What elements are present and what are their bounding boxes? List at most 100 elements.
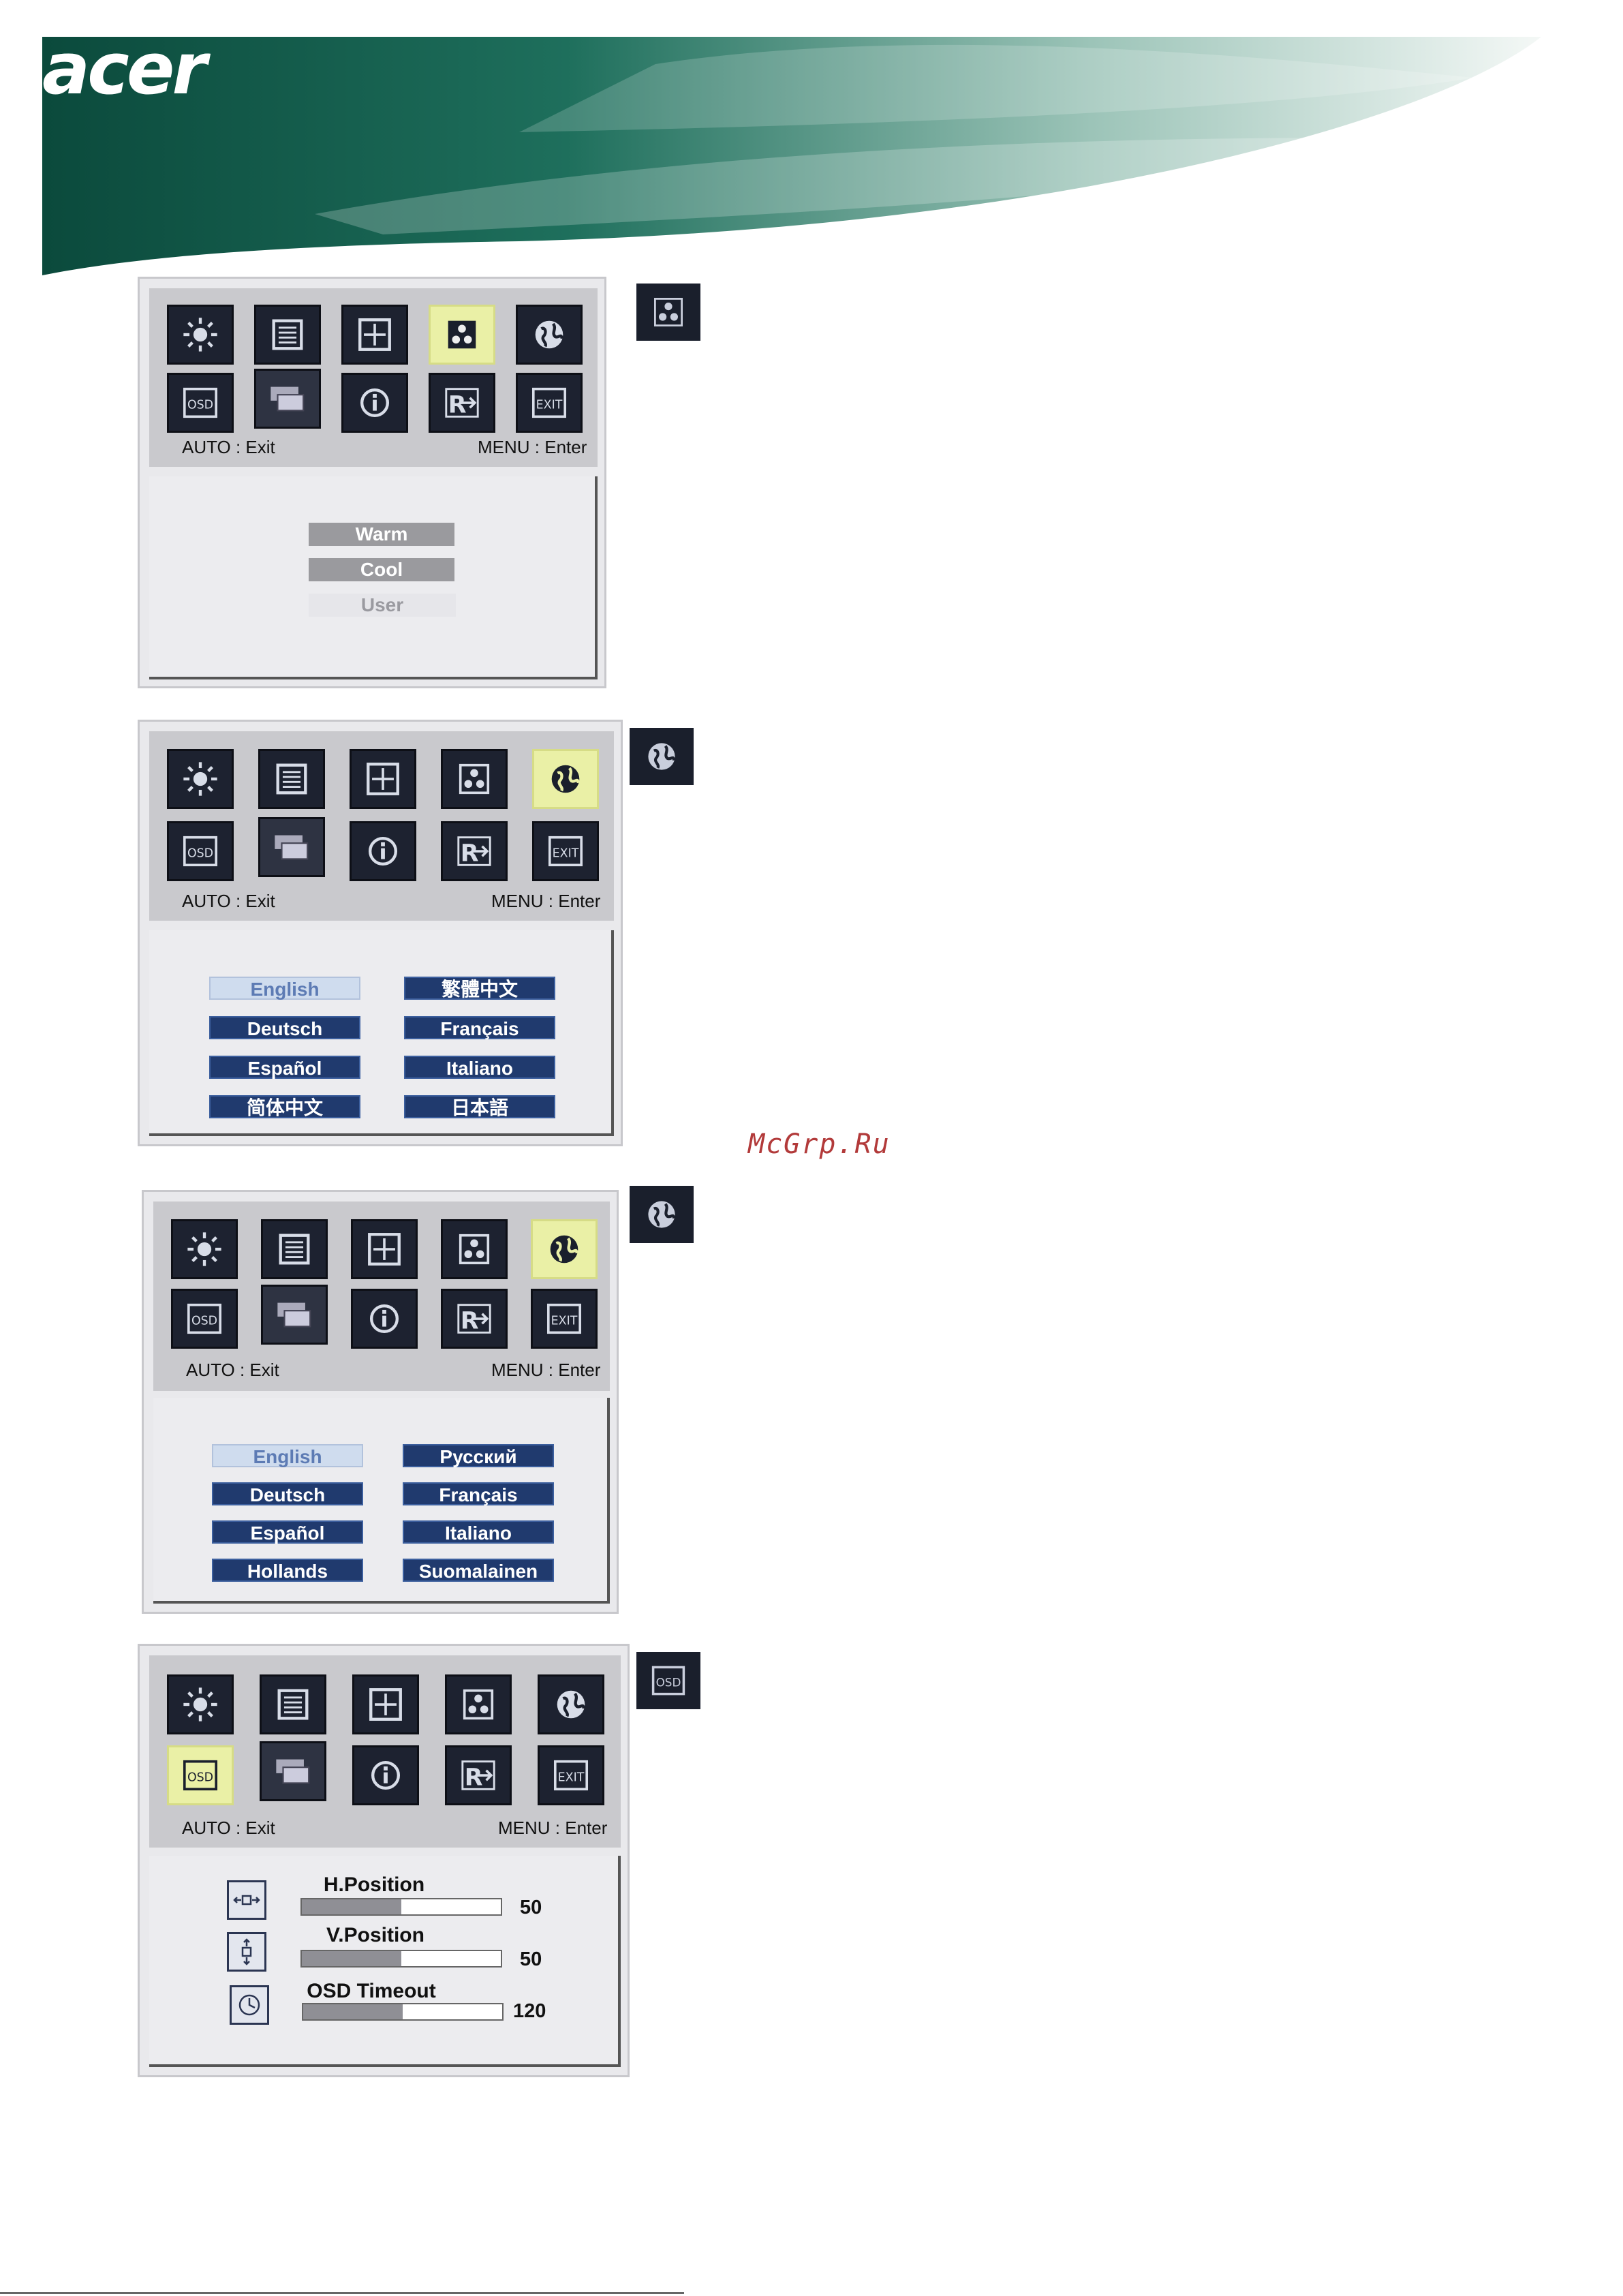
exit-icon[interactable]: EXIT <box>532 821 599 881</box>
reset-icon[interactable]: R <box>441 1289 508 1349</box>
osd-panel-color: OSD R EXIT AUTO : Exit MENU : Enter Warm… <box>138 277 606 688</box>
menu-enter-label: MENU : Enter <box>491 891 601 911</box>
option-user[interactable]: User <box>309 594 456 617</box>
picture-icon[interactable] <box>261 1219 328 1279</box>
svg-text:EXIT: EXIT <box>551 1315 578 1328</box>
language-option[interactable]: 日本語 <box>404 1095 555 1118</box>
language-option[interactable]: Español <box>209 1056 360 1079</box>
reset-icon[interactable]: R <box>445 1745 512 1805</box>
language-option[interactable]: Français <box>404 1016 555 1039</box>
position-icon[interactable] <box>341 305 408 365</box>
setting-value: 50 <box>520 1948 542 1970</box>
svg-text:OSD: OSD <box>187 399 213 412</box>
picture-icon[interactable] <box>260 1674 326 1734</box>
language-icon <box>630 1186 694 1243</box>
language-icon[interactable] <box>531 1219 598 1279</box>
language-option[interactable]: Suomalainen <box>403 1559 554 1582</box>
setting-label: H.Position <box>323 1873 425 1896</box>
info-icon[interactable] <box>350 821 416 881</box>
setting-value: 50 <box>520 1897 542 1918</box>
setting-label: OSD Timeout <box>307 1980 436 2002</box>
language-option[interactable]: Русский <box>403 1444 554 1467</box>
svg-text:OSD: OSD <box>187 1771 213 1785</box>
position-icon[interactable] <box>351 1219 418 1279</box>
slider-fill <box>302 1899 401 1914</box>
acer-logo: acer <box>42 27 207 110</box>
position-icon[interactable] <box>350 749 416 809</box>
svg-text:R: R <box>461 840 479 868</box>
color-options-area: Warm Cool User <box>149 476 598 679</box>
info-icon[interactable] <box>341 373 408 433</box>
h-position-slider[interactable] <box>300 1898 502 1916</box>
language-icon[interactable] <box>532 749 599 809</box>
brightness-icon[interactable] <box>167 305 234 365</box>
svg-text:R: R <box>461 1308 479 1335</box>
color-icon[interactable] <box>429 305 495 365</box>
brightness-icon[interactable] <box>167 1674 234 1734</box>
auto-exit-label: AUTO : Exit <box>186 1360 279 1380</box>
language-option[interactable]: Italiano <box>403 1520 554 1544</box>
osd-icon[interactable]: OSD <box>167 1745 234 1805</box>
picture-icon[interactable] <box>254 305 321 365</box>
language-icon[interactable] <box>538 1674 604 1734</box>
language-option-english[interactable]: English <box>212 1444 363 1467</box>
osd-icon[interactable]: OSD <box>167 821 234 881</box>
reset-icon[interactable]: R <box>429 373 495 433</box>
info-icon[interactable] <box>352 1745 419 1805</box>
osd-panel-language-europe: OSD R EXIT AUTO : Exit MENU : Enter Engl… <box>142 1190 619 1614</box>
menu-enter-label: MENU : Enter <box>491 1360 601 1380</box>
language-option[interactable]: 简体中文 <box>209 1095 360 1118</box>
footer-rule <box>0 2292 684 2294</box>
header-banner <box>42 37 1541 275</box>
exit-icon[interactable]: EXIT <box>531 1289 598 1349</box>
color-icon[interactable] <box>445 1674 512 1734</box>
timeout-clock-icon <box>230 1985 269 2025</box>
language-option-english[interactable]: English <box>209 977 360 1000</box>
color-icon[interactable] <box>441 749 508 809</box>
reset-icon[interactable]: R <box>441 821 508 881</box>
brightness-icon[interactable] <box>171 1219 238 1279</box>
position-icon[interactable] <box>352 1674 419 1734</box>
language-option[interactable]: Español <box>212 1520 363 1544</box>
auto-exit-label: AUTO : Exit <box>182 1818 275 1838</box>
exit-icon[interactable]: EXIT <box>516 373 583 433</box>
osd-timeout-slider[interactable] <box>302 2003 504 2021</box>
slider-fill <box>302 1951 401 1966</box>
svg-text:EXIT: EXIT <box>553 847 579 861</box>
option-cool[interactable]: Cool <box>309 558 454 581</box>
osd-icon-grid: OSD R EXIT AUTO : Exit MENU : Enter <box>149 1655 621 1848</box>
picture-icon[interactable] <box>258 749 325 809</box>
osd-icon-grid: OSD R EXIT AUTO : Exit MENU : Enter <box>149 288 598 467</box>
input-icon[interactable] <box>254 369 321 429</box>
language-option[interactable]: Italiano <box>404 1056 555 1079</box>
language-option[interactable]: Deutsch <box>209 1016 360 1039</box>
setting-label: V.Position <box>326 1924 424 1946</box>
svg-text:OSD: OSD <box>656 1675 681 1689</box>
info-icon[interactable] <box>351 1289 418 1349</box>
language-options-area: English Deutsch Español Hollands Русский… <box>153 1398 610 1604</box>
language-option[interactable]: Deutsch <box>212 1482 363 1505</box>
input-icon[interactable] <box>258 817 325 877</box>
option-warm[interactable]: Warm <box>309 523 454 546</box>
input-icon[interactable] <box>261 1285 328 1345</box>
language-option[interactable]: 繁體中文 <box>404 977 555 1000</box>
svg-text:EXIT: EXIT <box>558 1771 585 1785</box>
input-icon[interactable] <box>260 1741 326 1801</box>
osd-icon[interactable]: OSD <box>171 1289 238 1349</box>
slider-fill <box>303 2004 403 2019</box>
brightness-icon[interactable] <box>167 749 234 809</box>
watermark: McGrp.Ru <box>748 1129 891 1160</box>
language-icon[interactable] <box>516 305 583 365</box>
exit-icon[interactable]: EXIT <box>538 1745 604 1805</box>
osd-icon-grid: OSD R EXIT AUTO : Exit MENU : Enter <box>153 1201 610 1391</box>
auto-exit-label: AUTO : Exit <box>182 437 275 457</box>
svg-text:OSD: OSD <box>191 1315 217 1328</box>
language-option[interactable]: Hollands <box>212 1559 363 1582</box>
language-option[interactable]: Français <box>403 1482 554 1505</box>
v-position-slider[interactable] <box>300 1950 502 1968</box>
setting-value: 120 <box>513 2000 546 2022</box>
osd-icon[interactable]: OSD <box>167 373 234 433</box>
language-icon <box>630 728 694 785</box>
color-icon[interactable] <box>441 1219 508 1279</box>
osd-settings-area: H.Position 50 V.Position 50 OSD Timeout … <box>149 1856 621 2067</box>
